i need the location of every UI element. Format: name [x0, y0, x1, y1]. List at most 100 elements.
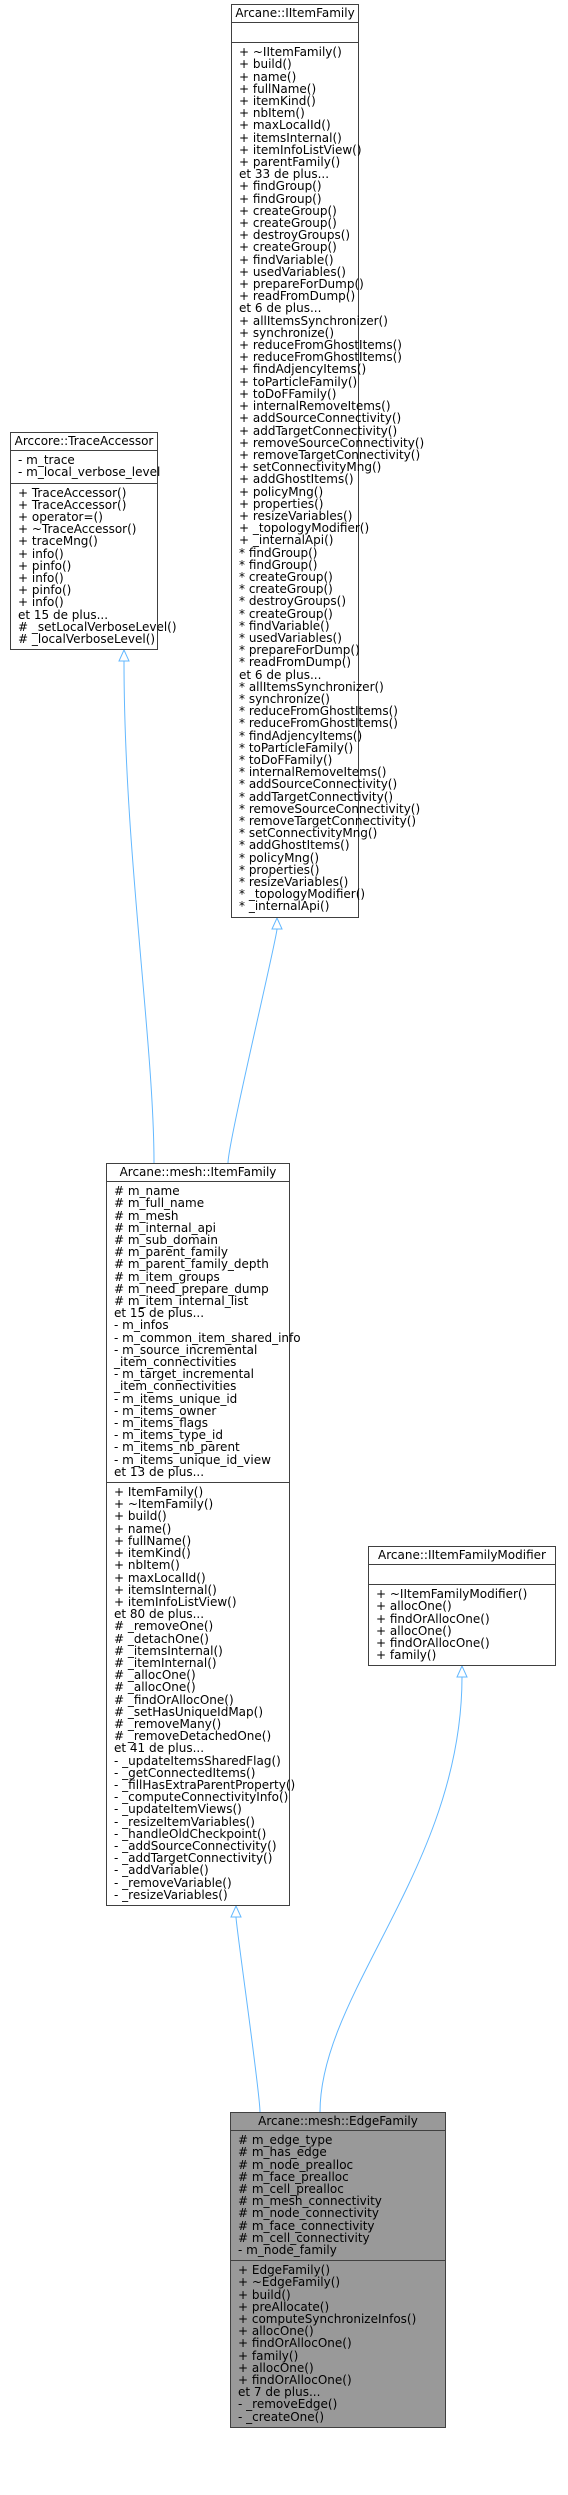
attribute-item: - m_items_type_id — [114, 1428, 223, 1443]
method-item: * _internalApi() — [239, 899, 330, 914]
method-item: + findGroup() — [239, 191, 322, 206]
attribute-item: # m_mesh — [114, 1208, 179, 1223]
attribute-item: # m_internal_api — [114, 1220, 216, 1235]
method-item: # _removeOne() — [114, 1619, 214, 1634]
method-item: * toDoFFamily() — [239, 752, 333, 767]
attribute-item: # m_parent_family — [114, 1245, 228, 1260]
method-item: - _updateItemViews() — [114, 1802, 242, 1817]
method-item: + family() — [238, 2348, 299, 2363]
attribute-item: # m_cell_connectivity — [238, 2230, 370, 2245]
attribute-item: - m_source_incremental — [114, 1342, 258, 1357]
method-item: + prepareForDump() — [239, 277, 364, 292]
method-item: # _findOrAllocOne() — [114, 1692, 234, 1707]
class-title[interactable]: Arcane::mesh::ItemFamily — [107, 1164, 289, 1183]
method-item: + createGroup() — [239, 216, 337, 231]
method-item: - _getConnectedItems() — [114, 1765, 256, 1780]
method-item: + name() — [114, 1521, 172, 1536]
method-item: * findVariable() — [239, 618, 330, 633]
method-item: * reduceFromGhostItems() — [239, 704, 398, 719]
method-item: # _detachOne() — [114, 1631, 209, 1646]
method-item: + allocOne() — [238, 2324, 314, 2339]
class-title[interactable]: Arcane::mesh::EdgeFamily — [231, 2113, 445, 2132]
attribute-item: # m_edge_type — [238, 2133, 333, 2148]
method-item: # _removeMany() — [114, 1716, 222, 1731]
class-node-iitemfamily[interactable]: Arcane::IItemFamily+ ~IItemFamily()+ bui… — [231, 4, 424, 918]
method-item: et 41 de plus... — [114, 1741, 205, 1756]
method-item: * addTargetConnectivity() — [239, 789, 394, 804]
class-node-edgefamily-current[interactable]: Arcane::mesh::EdgeFamily# m_edge_type# m… — [230, 2112, 446, 2428]
method-item: - _addSourceConnectivity() — [114, 1838, 277, 1853]
method-item: + findOrAllocOne() — [376, 1611, 490, 1626]
method-item: * destroyGroups() — [239, 594, 347, 609]
class-title[interactable]: Arccore::TraceAccessor — [11, 433, 157, 452]
attribute-item: # m_item_groups — [114, 1269, 220, 1284]
class-node-iitemfamilymodifier[interactable]: Arcane::IItemFamilyModifier+ ~IItemFamil… — [368, 1546, 556, 1667]
method-item: + itemsInternal() — [239, 130, 342, 145]
method-item: + maxLocalId() — [239, 118, 331, 133]
method-item: et 33 de plus... — [239, 167, 330, 182]
attribute-item: # m_parent_family_depth — [114, 1257, 269, 1272]
method-section: + ~IItemFamily()+ build()+ name()+ fullN… — [232, 43, 424, 916]
attribute-item: # m_face_prealloc — [238, 2169, 349, 2184]
class-node-traceaccessor[interactable]: Arccore::TraceAccessor- m_trace- m_local… — [10, 432, 177, 651]
method-item: + removeTargetConnectivity() — [239, 447, 421, 462]
method-item: # _allocOne() — [114, 1668, 196, 1683]
method-item: - _updateItemsSharedFlag() — [114, 1753, 281, 1768]
method-item: + EdgeFamily() — [238, 2263, 331, 2278]
method-item: * setConnectivityMng() — [239, 826, 378, 841]
method-item: * internalRemoveItems() — [239, 765, 387, 780]
method-item: et 7 de plus... — [238, 2385, 321, 2400]
method-item: + maxLocalId() — [114, 1570, 206, 1585]
method-item: + family() — [376, 1648, 437, 1663]
method-item: + traceMng() — [18, 534, 98, 549]
attribute-item: # m_node_connectivity — [238, 2206, 379, 2221]
attribute-item: - m_infos — [114, 1318, 169, 1333]
method-item: + itemInfoListView() — [239, 142, 362, 157]
method-item: + fullName() — [239, 81, 317, 96]
method-item: + addSourceConnectivity() — [239, 411, 402, 426]
method-item: * synchronize() — [239, 691, 330, 706]
class-node-itemfamily[interactable]: Arcane::mesh::ItemFamily# m_name# m_full… — [106, 1163, 301, 1906]
method-item: # _setLocalVerboseLevel() — [18, 619, 177, 634]
method-item: + findGroup() — [239, 179, 322, 194]
method-item: + info() — [18, 571, 64, 586]
method-item: + internalRemoveItems() — [239, 399, 391, 414]
attribute-item: - m_items_flags — [114, 1416, 208, 1431]
attribute-item: et 13 de plus... — [114, 1464, 205, 1479]
method-item: + ~TraceAccessor() — [18, 522, 137, 537]
method-item: et 6 de plus... — [239, 301, 322, 316]
method-item: * createGroup() — [239, 582, 333, 597]
edge-edgefamily-iitemfamilymodifier — [319, 1664, 468, 2113]
method-item: * createGroup() — [239, 569, 333, 584]
method-item: + synchronize() — [239, 325, 335, 340]
method-item: # _allocOne() — [114, 1680, 196, 1695]
method-item: + allocOne() — [376, 1623, 452, 1638]
method-item: * usedVariables() — [239, 630, 342, 645]
method-item: + destroyGroups() — [239, 228, 351, 243]
method-item: et 80 de plus... — [114, 1607, 205, 1622]
method-section: + EdgeFamily()+ ~EdgeFamily()+ build()+ … — [231, 2261, 445, 2427]
attribute-item: - m_items_unique_id — [114, 1391, 238, 1406]
method-item: + usedVariables() — [239, 264, 346, 279]
method-item: - _createOne() — [238, 2409, 325, 2424]
attribute-item: # m_full_name — [114, 1196, 205, 1211]
attribute-item: - m_local_verbose_level — [18, 465, 161, 480]
edge-edgefamily-itemfamily — [230, 1904, 261, 2113]
attribute-item: # m_name — [114, 1184, 180, 1199]
method-item: + findAdjencyItems() — [239, 362, 367, 377]
method-item: # _itemInternal() — [114, 1655, 217, 1670]
class-title[interactable]: Arcane::IItemFamily — [232, 5, 358, 24]
method-item: * toParticleFamily() — [239, 740, 354, 755]
attribute-item: et 15 de plus... — [114, 1306, 205, 1321]
attribute-item: _item_connectivities — [114, 1379, 237, 1394]
attribute-item: # m_has_edge — [238, 2145, 327, 2160]
method-item: + toDoFFamily() — [239, 386, 337, 401]
method-item: + ~ItemFamily() — [114, 1497, 214, 1512]
edge-itemfamily-iitemfamily — [227, 916, 283, 1164]
method-item: * addGhostItems() — [239, 838, 350, 853]
method-item: + findOrAllocOne() — [238, 2336, 352, 2351]
method-item: + addGhostItems() — [239, 472, 354, 487]
class-title[interactable]: Arcane::IItemFamilyModifier — [369, 1547, 555, 1566]
method-item: * reduceFromGhostItems() — [239, 716, 398, 731]
method-item: - _computeConnectivityInfo() — [114, 1790, 289, 1805]
